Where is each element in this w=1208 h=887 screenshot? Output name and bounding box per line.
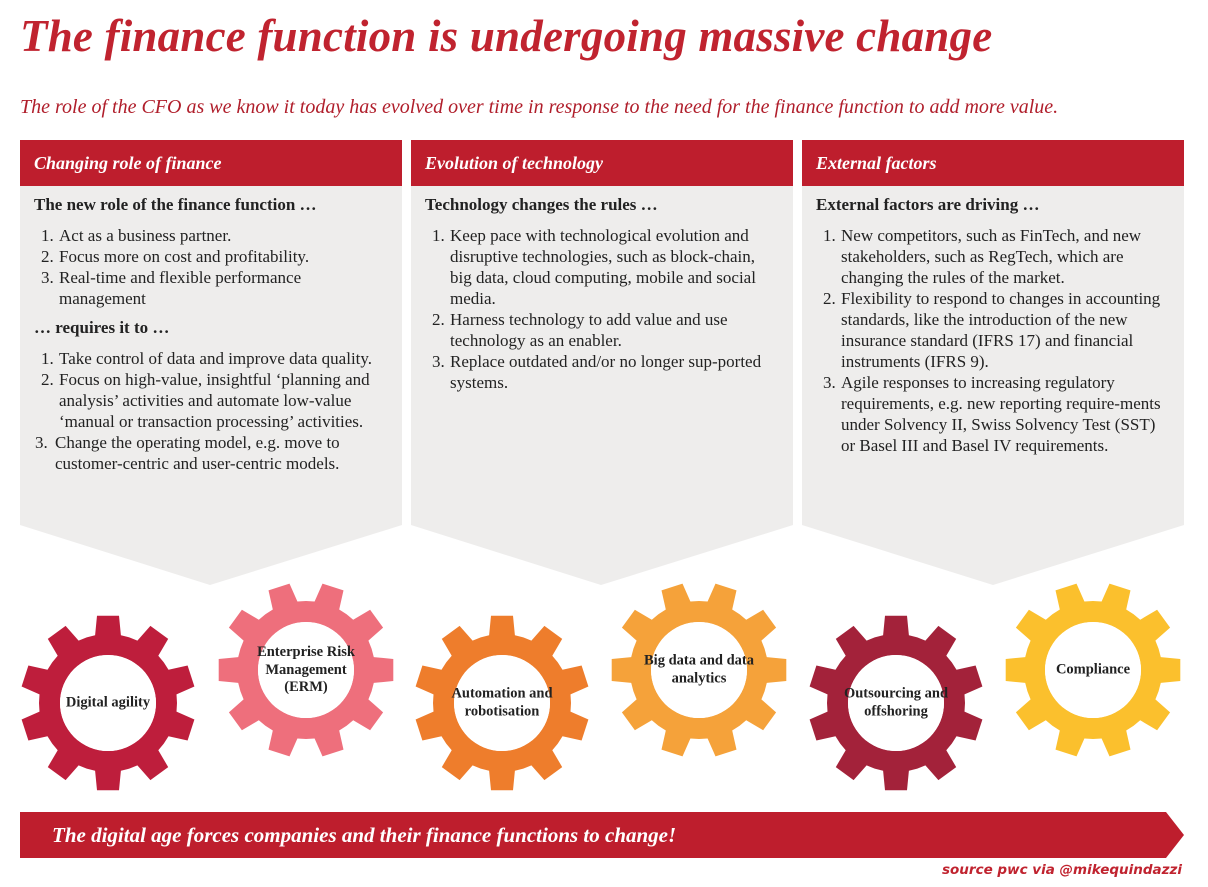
list-item: Take control of data and improve data qu… (58, 348, 388, 369)
list-item: New competitors, such as FinTech, and ne… (840, 225, 1170, 288)
list-item: Real-time and flexible performance manag… (58, 267, 388, 309)
page-subtitle: The role of the CFO as we know it today … (20, 96, 1059, 118)
list-item: Replace outdated and/or no longer sup-po… (449, 351, 779, 393)
gear-label-outsourcing: Outsourcing and offshoring (843, 685, 949, 720)
panel-header: Evolution of technology (411, 140, 793, 186)
list-item: Harness technology to add value and use … (449, 309, 779, 351)
panel-content-evolution-technology: Technology changes the rules … Keep pace… (411, 186, 793, 401)
page-title: The finance function is undergoing massi… (20, 11, 993, 61)
source-credit: source pwc via @mikequindazzi (942, 862, 1182, 878)
panel-intro: The new role of the finance function … (34, 195, 317, 214)
list-item: 3. Change the operating model, e.g. move… (34, 432, 388, 474)
gear-label-compliance: Compliance (1055, 661, 1131, 678)
panel-changing-role: Changing role of finance (20, 140, 402, 585)
panel-header: External factors (802, 140, 1184, 186)
list-item: Focus on high-value, insightful ‘plannin… (58, 369, 388, 432)
list-item: Flexibility to respond to changes in acc… (840, 288, 1170, 372)
gear-label-big-data: Big data and data analytics (644, 652, 754, 687)
list-item-number: 3. (35, 433, 48, 452)
list-item: Act as a business partner. (58, 225, 388, 246)
panel-intro: Technology changes the rules … (425, 195, 658, 214)
panel-content-external-factors: External factors are driving … New compe… (802, 186, 1184, 464)
list-item-text: Change the operating model, e.g. move to… (55, 433, 340, 473)
gear-label-digital-agility: Digital agility (65, 694, 151, 711)
bottom-banner-text: The digital age forces companies and the… (52, 823, 677, 847)
panel-header: Changing role of finance (20, 140, 402, 186)
list-item: Focus more on cost and profitability. (58, 246, 388, 267)
list-item: Agile responses to increasing regulatory… (840, 372, 1170, 456)
gear-label-automation: Automation and robotisation (451, 685, 553, 720)
panel-evolution-technology: Evolution of technology (411, 140, 793, 585)
list-item: Keep pace with technological evolution a… (449, 225, 779, 309)
gear-label-erm: Enterprise Risk Management (ERM) (257, 643, 355, 695)
panel-intro: External factors are driving … (816, 195, 1040, 214)
panel-subheading: … requires it to … (34, 318, 170, 337)
panel-content-changing-role: The new role of the finance function … A… (20, 186, 402, 482)
panel-external-factors: External factors (802, 140, 1184, 585)
